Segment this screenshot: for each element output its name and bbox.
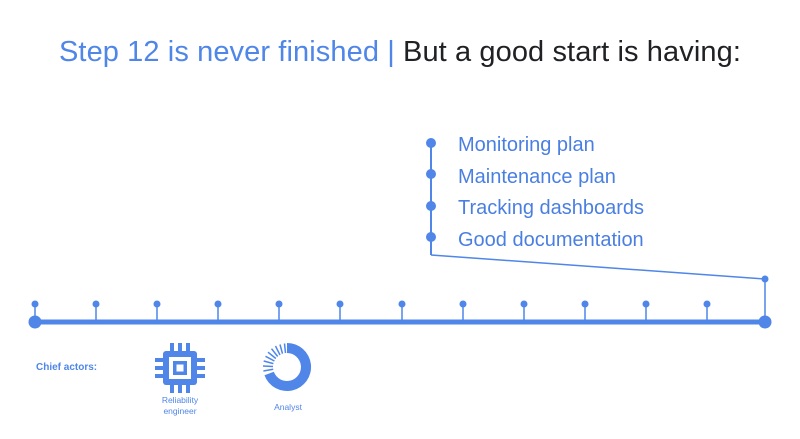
timeline-tick-dot bbox=[703, 300, 711, 308]
timeline-tick-dot bbox=[642, 300, 650, 308]
timeline-tick-dot bbox=[275, 300, 283, 308]
timeline-tick-dot bbox=[336, 300, 344, 308]
actor-caption: engineer bbox=[163, 406, 197, 416]
checklist-item: Maintenance plan bbox=[458, 165, 616, 188]
checklist-bullet bbox=[426, 138, 436, 148]
timeline-tick-dot bbox=[92, 300, 100, 308]
checklist-item: Good documentation bbox=[458, 228, 644, 251]
title-dark: But a good start is having: bbox=[394, 36, 742, 68]
checklist-item: Tracking dashboards bbox=[458, 197, 645, 219]
timeline-ticks bbox=[31, 300, 711, 322]
timeline-end-node bbox=[758, 315, 772, 329]
timeline-tick-dot bbox=[31, 300, 39, 308]
checklist-bullet bbox=[426, 169, 436, 179]
actor-reliability-engineer: Reliability engineer bbox=[140, 343, 220, 417]
timeline-tick-dot bbox=[520, 300, 528, 308]
checklist-bullet bbox=[426, 232, 436, 242]
timeline-tick-dot bbox=[398, 300, 406, 308]
actor-caption: Analyst bbox=[274, 402, 302, 412]
timeline-tick-dot bbox=[153, 300, 161, 308]
checklist-item: Monitoring plan bbox=[458, 134, 595, 156]
actor-caption: Reliability bbox=[161, 395, 199, 405]
chief-actors-label: Chief actors: bbox=[36, 362, 98, 373]
timeline-tick-dot bbox=[581, 300, 589, 308]
donut-chart-icon bbox=[262, 342, 312, 391]
chip-icon bbox=[155, 343, 205, 393]
checklist-connector-diagonal bbox=[430, 254, 766, 280]
connector-dot bbox=[761, 275, 769, 283]
timeline-tick-dot bbox=[214, 300, 222, 308]
checklist-bullet bbox=[426, 201, 436, 211]
title-accent: Step 12 is never finished | bbox=[58, 36, 395, 68]
actor-analyst: Analyst bbox=[248, 343, 328, 413]
page-title: Step 12 is never finished | But a good s… bbox=[0, 36, 800, 69]
checklist: Monitoring plan Maintenance plan Trackin… bbox=[458, 130, 644, 256]
timeline-tick-dot bbox=[459, 300, 467, 308]
